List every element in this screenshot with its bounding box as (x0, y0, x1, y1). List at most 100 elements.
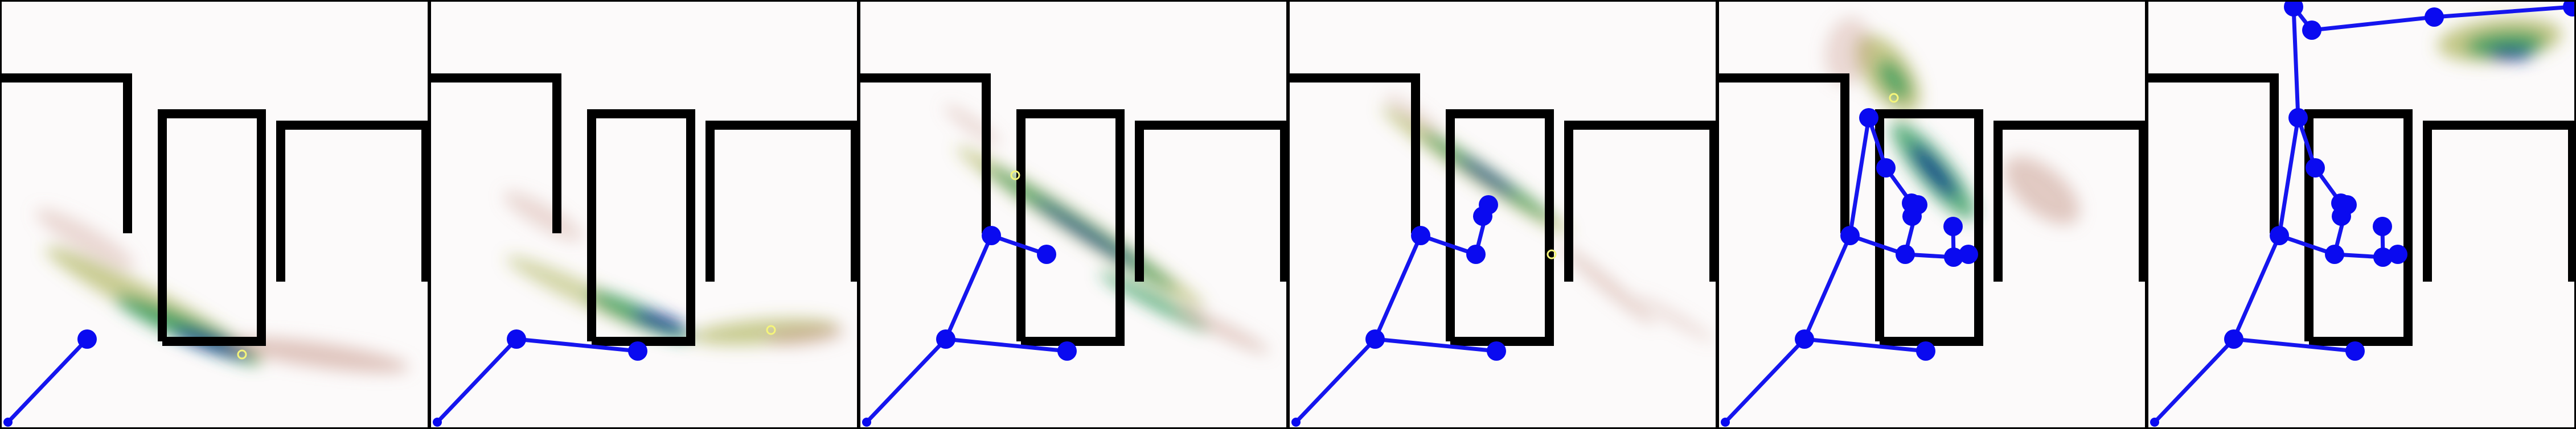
panel-step-5 (1717, 0, 2147, 429)
sample-target-marker (1889, 93, 1899, 103)
tree-edge (2232, 337, 2357, 353)
tree-node (2284, 0, 2303, 16)
tree-node (2373, 248, 2393, 267)
density-blob (1558, 244, 1655, 325)
tree-edge (1723, 337, 1807, 424)
tree-node (2373, 217, 2392, 236)
tree-node (1487, 341, 1506, 361)
tree-node (1943, 217, 1963, 236)
tree-edge (989, 233, 1049, 257)
tree-edge (864, 337, 948, 424)
density-blob (1877, 60, 1910, 100)
tree-node (1795, 329, 1814, 349)
obstacle-wall (2304, 109, 2413, 346)
tree-node (2425, 7, 2444, 27)
tree-edge (2291, 5, 2300, 120)
panel-step-4 (1288, 0, 1717, 429)
probability-density (1825, 17, 2080, 225)
tree-edge (1373, 233, 1423, 341)
root-node (862, 418, 871, 427)
tree-node (2224, 329, 2243, 349)
obstacle-wall (1135, 121, 1288, 282)
obstacle-wall (859, 73, 991, 233)
tree-node (628, 341, 647, 361)
density-blob (1099, 271, 1211, 332)
panel-border (429, 0, 859, 429)
panel-step-1 (0, 0, 429, 429)
panel-border (2147, 0, 2576, 429)
root-node (3, 418, 13, 427)
obstacle-wall (158, 109, 266, 346)
tree-node (2270, 226, 2289, 245)
obstacle-wall (1288, 73, 1420, 233)
tree-node (1840, 226, 1860, 245)
sample-target-marker (1010, 170, 1020, 180)
density-blob (2488, 48, 2534, 60)
tree-node (2563, 0, 2576, 16)
tree-edge (6, 337, 89, 424)
tree-node (1959, 245, 1978, 264)
tree-node (2306, 158, 2325, 178)
tree-edge (2232, 233, 2282, 341)
panel-border (1288, 0, 1717, 429)
density-blob (228, 337, 409, 373)
density-blob (1033, 199, 1139, 268)
panel-step-2 (429, 0, 859, 429)
tree-edge (1802, 233, 1852, 341)
obstacle-wall (1875, 109, 1983, 346)
tree-node (1896, 245, 1915, 264)
tree-edge (1294, 337, 1377, 424)
density-blob (1825, 17, 1872, 85)
tree-node (1876, 158, 1896, 178)
tree-edge (1418, 233, 1478, 257)
density-blob (1459, 156, 1516, 196)
density-blob (503, 191, 583, 241)
density-blob (2004, 156, 2080, 225)
tree-edge (944, 233, 994, 341)
root-node (1721, 418, 1730, 427)
tree-node (1057, 341, 1077, 361)
tree-node (1944, 248, 1963, 267)
obstacle-wall (2147, 73, 2279, 233)
root-node (1291, 418, 1301, 427)
root-node (2150, 418, 2159, 427)
tree-node (507, 329, 526, 349)
obstacle-wall (0, 73, 132, 233)
obstacle-wall (2423, 121, 2576, 282)
panel-border (0, 0, 429, 429)
tree-edge (514, 337, 640, 353)
tree-edge (1848, 233, 1908, 257)
tree-edge (2432, 5, 2575, 19)
tree-node (77, 329, 97, 349)
density-blob (35, 208, 136, 270)
tree-node (2325, 245, 2344, 264)
obstacle-wall (1717, 73, 1849, 233)
tree-node (2388, 245, 2407, 264)
sample-target-marker (766, 325, 776, 335)
obstacle-wall (1446, 109, 1554, 346)
obstacle-wall (1016, 109, 1125, 346)
tree-node (1037, 245, 1056, 264)
tree-node (1916, 341, 1935, 361)
tree-edge (2277, 116, 2300, 238)
tree-node (1365, 329, 1385, 349)
tree-node (1466, 245, 1486, 264)
tree-edge (1373, 337, 1499, 353)
tree-node (1902, 193, 1921, 213)
panel-border (1717, 0, 2147, 429)
obstacle-wall (587, 109, 695, 346)
density-blob (1910, 144, 1957, 197)
obstacle-wall (276, 121, 429, 282)
obstacle-wall (1564, 121, 1717, 282)
tree-node (2288, 108, 2308, 127)
tree-node (982, 226, 1001, 245)
density-blob (765, 325, 845, 346)
tree-edge (944, 337, 1069, 353)
tree-edge (435, 337, 519, 424)
panel-border (859, 0, 1288, 429)
sample-target-marker (237, 349, 247, 360)
obstacle-wall (1993, 121, 2147, 282)
density-blob (1176, 307, 1270, 353)
tree-edge (2277, 233, 2337, 257)
